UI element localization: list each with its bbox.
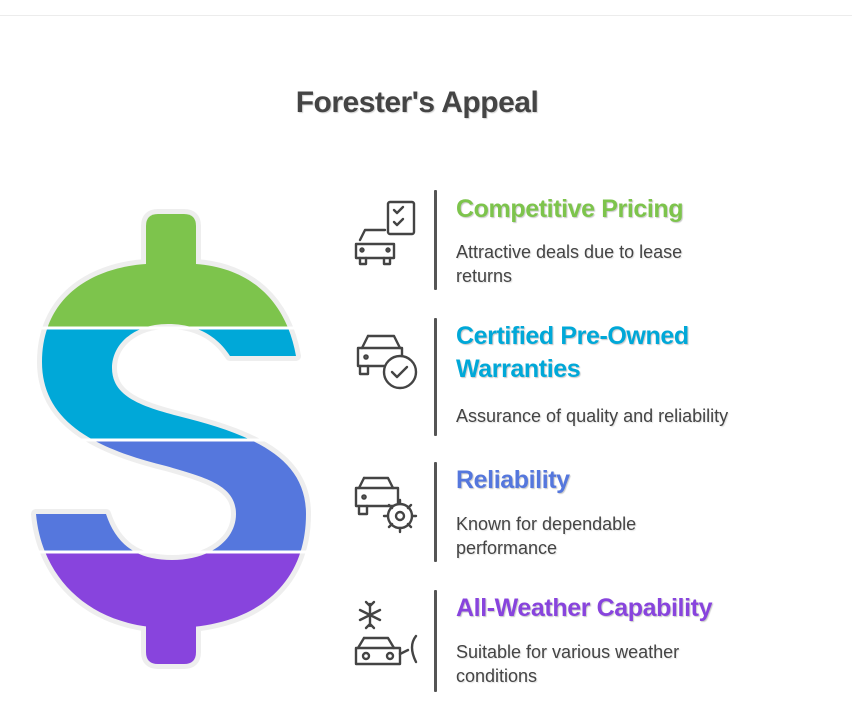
top-divider bbox=[0, 15, 852, 16]
divider-line bbox=[434, 462, 437, 562]
divider-line bbox=[434, 190, 437, 290]
car-check-badge-icon bbox=[356, 334, 418, 390]
dollar-sign-graphic bbox=[0, 200, 340, 670]
item-description: Known for dependable performance bbox=[456, 514, 637, 558]
item-heading: Reliability bbox=[456, 466, 570, 494]
car-gear-icon bbox=[354, 476, 418, 534]
divider-line bbox=[434, 318, 437, 436]
item-heading: All-Weather Capability bbox=[456, 594, 713, 622]
item-description: Attractive deals due to lease returns bbox=[456, 242, 683, 286]
item-description: Suitable for various weather conditions bbox=[456, 642, 680, 686]
car-snowflake-icon bbox=[354, 600, 418, 666]
item-description: Assurance of quality and reliability bbox=[456, 406, 729, 426]
car-checklist-icon bbox=[354, 200, 416, 266]
item-heading: Competitive Pricing bbox=[456, 195, 684, 223]
item-heading: Certified Pre-Owned Warranties bbox=[456, 322, 689, 383]
page-title: Forester's Appeal bbox=[295, 86, 539, 119]
divider-line bbox=[434, 590, 437, 692]
